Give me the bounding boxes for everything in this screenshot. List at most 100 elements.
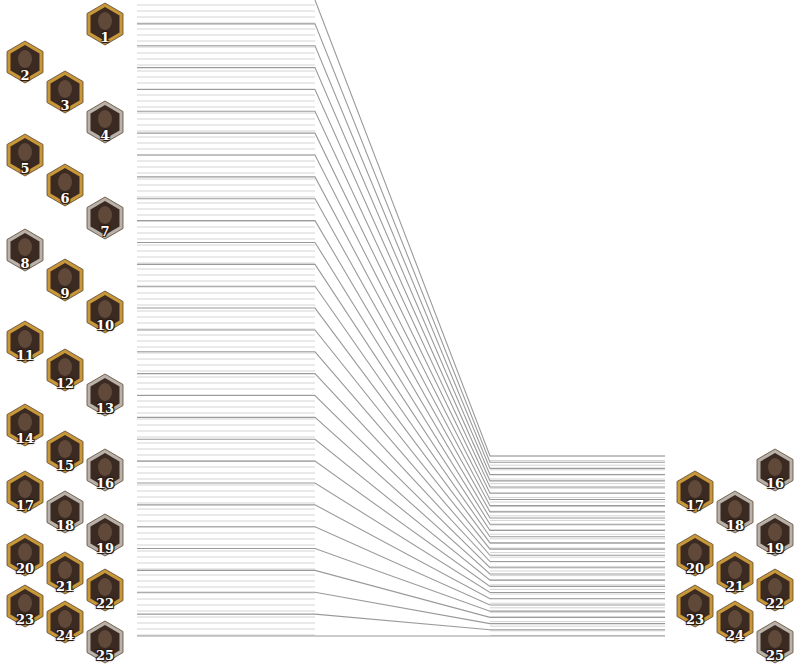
guide-line bbox=[137, 137, 315, 138]
callout-number: 3 bbox=[60, 99, 69, 114]
callout-number: 23 bbox=[16, 613, 34, 628]
guide-line bbox=[137, 251, 315, 252]
hero-icon: 6 bbox=[46, 163, 84, 207]
guide-line bbox=[137, 5, 315, 6]
guide-line bbox=[137, 191, 315, 192]
guide-line bbox=[137, 149, 315, 150]
guide-line bbox=[137, 473, 315, 474]
guide-line bbox=[137, 425, 315, 426]
guide-line bbox=[137, 29, 315, 30]
hero-icon: 7 bbox=[86, 196, 124, 240]
guide-line bbox=[490, 502, 665, 503]
hero-icon: 1 bbox=[86, 2, 124, 46]
trajectory-line bbox=[137, 308, 665, 543]
hero-icon: 4 bbox=[86, 100, 124, 144]
guide-line bbox=[137, 521, 315, 522]
guide-line bbox=[137, 233, 315, 234]
guide-line bbox=[490, 534, 665, 535]
trajectory-line bbox=[137, 221, 665, 518]
guide-line bbox=[137, 347, 315, 348]
guide-line bbox=[137, 317, 315, 318]
callout-number: 17 bbox=[16, 499, 34, 514]
hero-icon: 12 bbox=[46, 348, 84, 392]
guide-line bbox=[490, 630, 665, 631]
trajectory-line bbox=[315, 0, 665, 456]
guide-line bbox=[490, 571, 665, 572]
hero-icon: 3 bbox=[46, 70, 84, 114]
callout-number: 19 bbox=[766, 542, 784, 557]
guide-line bbox=[137, 401, 315, 402]
guide-line bbox=[137, 431, 315, 432]
hero-icon: 19 bbox=[756, 513, 794, 557]
guide-line bbox=[137, 323, 315, 324]
guide-line bbox=[490, 497, 665, 498]
trajectory-line bbox=[137, 242, 665, 524]
callout-number: 8 bbox=[20, 257, 29, 272]
trajectory-line bbox=[137, 199, 665, 512]
guide-line bbox=[137, 449, 315, 450]
hero-icon: 25 bbox=[86, 620, 124, 664]
trajectory-line bbox=[137, 374, 665, 562]
guide-line bbox=[490, 469, 665, 470]
trajectory-line bbox=[137, 483, 665, 593]
guide-line bbox=[137, 83, 315, 84]
trajectory-line bbox=[137, 570, 665, 617]
guide-line bbox=[137, 65, 315, 66]
callout-number: 15 bbox=[56, 459, 74, 474]
guide-line bbox=[137, 77, 315, 78]
guide-line bbox=[137, 329, 315, 330]
guide-line bbox=[490, 479, 665, 480]
callout-number: 20 bbox=[16, 562, 34, 577]
hero-icon: 22 bbox=[756, 568, 794, 612]
trajectory-line bbox=[137, 635, 665, 636]
guide-line bbox=[137, 101, 315, 102]
guide-line bbox=[137, 107, 315, 108]
guide-line bbox=[137, 419, 315, 420]
guide-line bbox=[490, 607, 665, 608]
hero-icon: 2 bbox=[6, 40, 44, 84]
guide-line bbox=[137, 47, 315, 48]
hero-icon: 17 bbox=[676, 470, 714, 514]
trajectory-line bbox=[137, 396, 665, 568]
callout-number: 24 bbox=[726, 629, 744, 644]
hero-icon: 20 bbox=[676, 533, 714, 577]
guide-line bbox=[490, 594, 665, 595]
guide-line bbox=[137, 491, 315, 492]
trajectory-line bbox=[137, 352, 665, 556]
guide-line bbox=[137, 305, 315, 306]
guide-line bbox=[137, 617, 315, 618]
guide-line bbox=[137, 11, 315, 12]
hero-icon: 18 bbox=[46, 490, 84, 534]
trajectory-line bbox=[137, 46, 665, 469]
guide-line bbox=[137, 485, 315, 486]
guide-line bbox=[137, 161, 315, 162]
callout-number: 22 bbox=[766, 597, 784, 612]
callout-number: 6 bbox=[60, 192, 69, 207]
guide-line bbox=[490, 460, 665, 461]
guide-line bbox=[137, 227, 315, 228]
callout-number: 13 bbox=[96, 402, 114, 417]
guide-line bbox=[137, 215, 315, 216]
callout-number: 5 bbox=[20, 162, 29, 177]
guide-line bbox=[137, 143, 315, 144]
guide-line bbox=[490, 520, 665, 521]
callout-number: 21 bbox=[56, 580, 74, 595]
guide-line bbox=[137, 365, 315, 366]
callout-number: 21 bbox=[726, 580, 744, 595]
guide-line bbox=[137, 635, 315, 636]
hero-icon: 22 bbox=[86, 568, 124, 612]
hero-icon: 11 bbox=[6, 320, 44, 364]
hero-icon: 15 bbox=[46, 430, 84, 474]
guide-line bbox=[137, 209, 315, 210]
guide-line bbox=[137, 263, 315, 264]
hero-icon: 20 bbox=[6, 533, 44, 577]
trajectory-line bbox=[137, 264, 665, 530]
hero-icon: 23 bbox=[676, 584, 714, 628]
guide-line bbox=[490, 538, 665, 539]
guide-line bbox=[137, 533, 315, 534]
guide-line bbox=[137, 563, 315, 564]
hero-icon: 21 bbox=[716, 551, 754, 595]
guide-line bbox=[137, 281, 315, 282]
guide-line bbox=[490, 566, 665, 567]
guide-line bbox=[137, 359, 315, 360]
